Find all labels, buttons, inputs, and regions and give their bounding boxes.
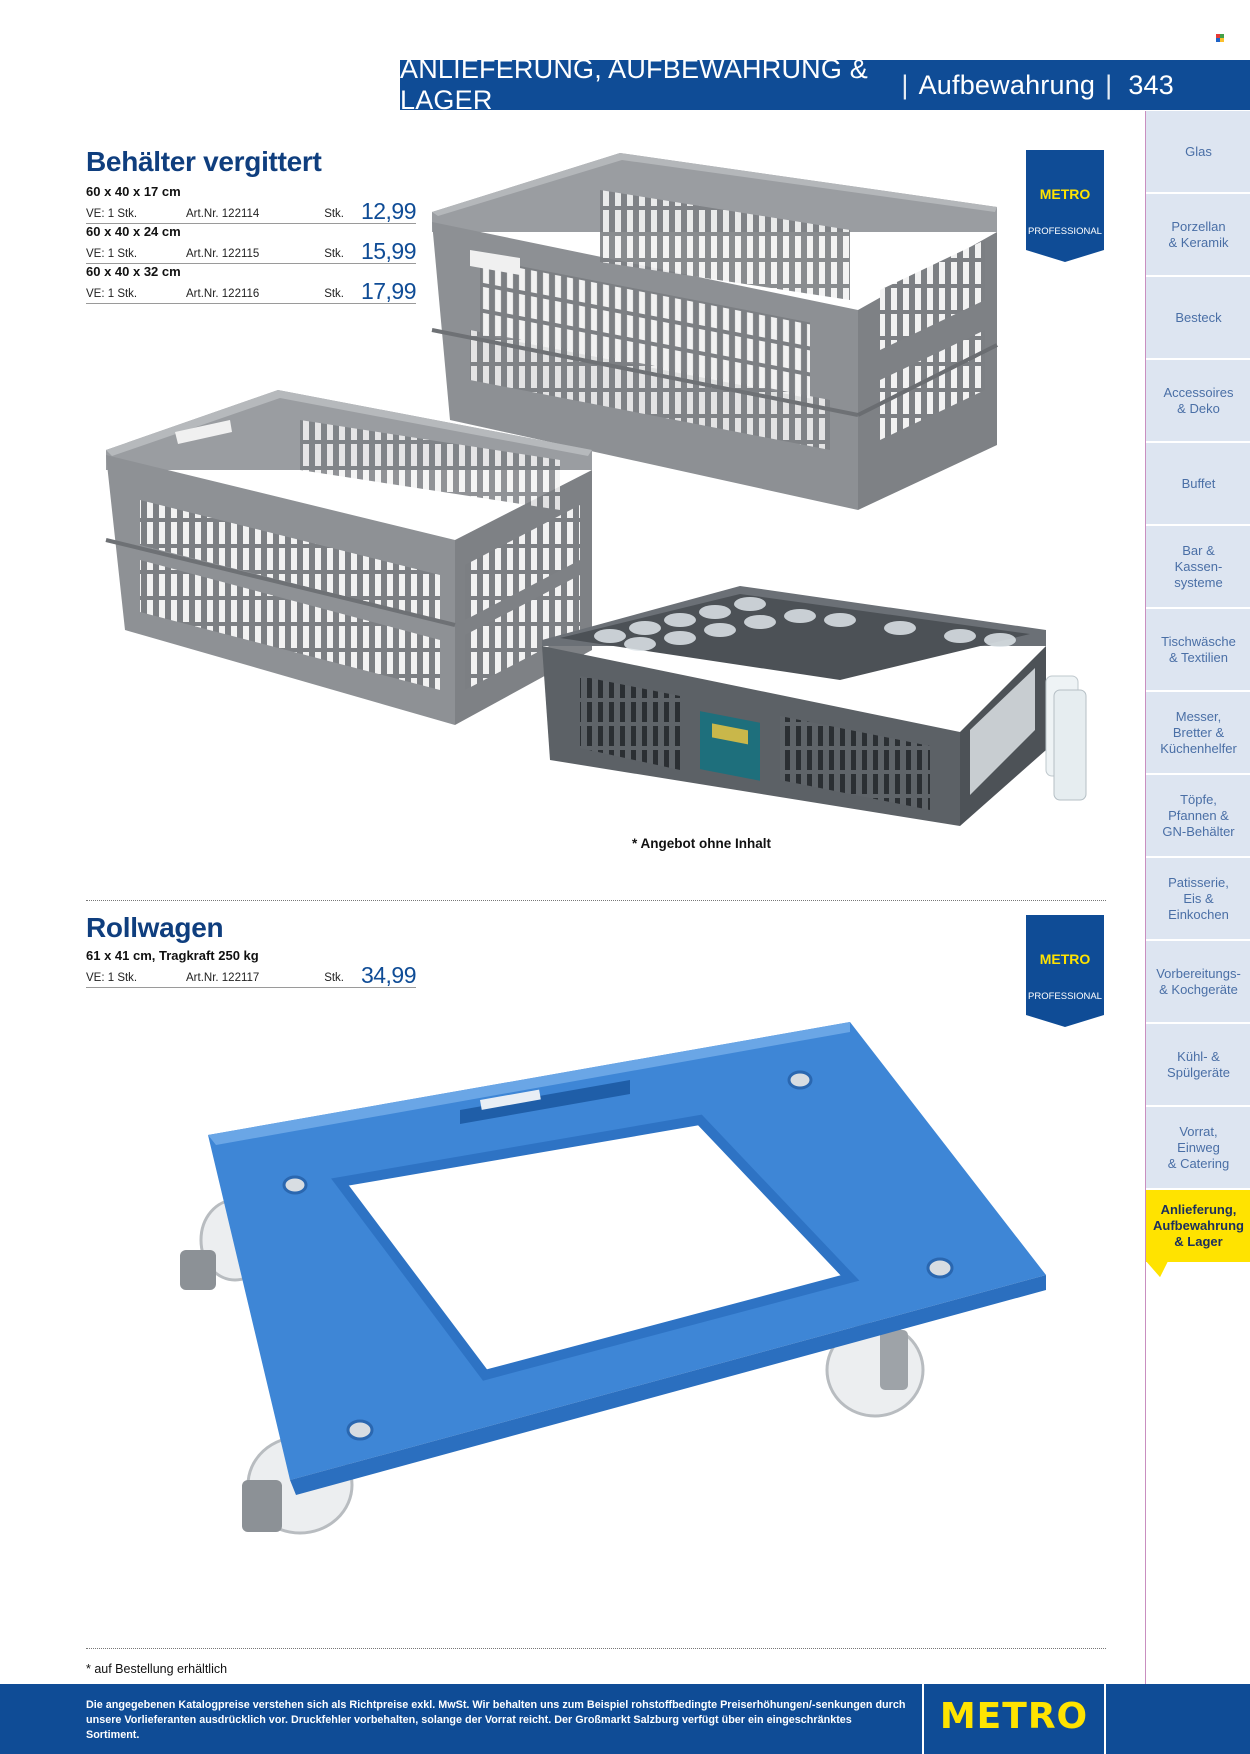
badge-line: PROFESSIONAL <box>1028 991 1102 1002</box>
badge-brand: METRO <box>1039 186 1091 202</box>
header-subsection: Aufbewahrung <box>918 69 1096 100</box>
variant-row: VE: 1 Stk. Art.Nr. 122117 Stk. 34,99 <box>86 962 417 988</box>
variant-article-number: Art.Nr. 122117 <box>186 972 260 984</box>
offer-note: * Angebot ohne Inhalt <box>632 836 771 851</box>
sidebar-tab-glas[interactable]: Glas <box>1146 111 1250 192</box>
variant-price: 15,99 <box>360 238 417 264</box>
price-disclaimer: Die angegebenen Katalogpreise verstehen … <box>86 1699 906 1741</box>
variant-item: 61 x 41 cm, Tragkraft 250 kg VE: 1 Stk. … <box>86 948 417 988</box>
variant-list: 60 x 40 x 17 cm VE: 1 Stk. Art.Nr. 12211… <box>86 184 417 304</box>
sidebar-tab-buffet[interactable]: Buffet <box>1146 443 1250 524</box>
crates-image <box>105 153 998 725</box>
sidebar-tab-vorbereitung[interactable]: Vorbereitungs- & Kochgeräte <box>1146 941 1250 1022</box>
sidebar-tab-porzellan[interactable]: Porzellan & Keramik <box>1146 194 1250 275</box>
category-sidebar: Glas Porzellan & Keramik Besteck Accesso… <box>1145 111 1250 1684</box>
variant-unit: Stk. <box>324 288 344 300</box>
sidebar-tab-anlieferung[interactable]: Anlieferung, Aufbewahrung & Lager <box>1146 1190 1250 1262</box>
sidebar-tab-messer[interactable]: Messer, Bretter & Küchenhelfer <box>1146 692 1250 773</box>
footer-divider <box>86 1648 1106 1649</box>
variant-ve: VE: 1 Stk. <box>86 288 138 300</box>
variant-row: VE: 1 Stk. Art.Nr. 122114 Stk. 12,99 <box>86 198 417 224</box>
glass-rack-crate-image <box>542 586 1087 826</box>
sidebar-tab-patisserie[interactable]: Patisserie, Eis & Einkochen <box>1146 858 1250 939</box>
sidebar-tab-accessoires[interactable]: Accessoires & Deko <box>1146 360 1250 441</box>
variant-ve: VE: 1 Stk. <box>86 248 138 260</box>
order-footnote: * auf Bestellung erhältlich <box>86 1662 228 1676</box>
sidebar-tab-toepfe[interactable]: Töpfe, Pfannen & GN-Behälter <box>1146 775 1250 856</box>
variant-price: 17,99 <box>360 278 417 304</box>
sidebar-tab-bar[interactable]: Bar & Kassen- systeme <box>1146 526 1250 607</box>
variant-article-number: Art.Nr. 122114 <box>186 208 260 220</box>
variant-article-number: Art.Nr. 122115 <box>186 248 260 260</box>
variant-item: 60 x 40 x 24 cm VE: 1 Stk. Art.Nr. 12211… <box>86 224 417 264</box>
sidebar-tab-tischwaesche[interactable]: Tischwäsche & Textilien <box>1146 609 1250 690</box>
header-divider: | <box>1105 69 1113 100</box>
variant-unit: Stk. <box>324 208 344 220</box>
metro-professional-badge: METRO PROFESSIONAL <box>1026 150 1104 262</box>
variant-row: VE: 1 Stk. Art.Nr. 122115 Stk. 15,99 <box>86 238 417 264</box>
variant-size: 61 x 41 cm, Tragkraft 250 kg <box>86 948 259 963</box>
sidebar-tab-kuehl[interactable]: Kühl- & Spülgeräte <box>1146 1024 1250 1105</box>
sidebar-tab-besteck[interactable]: Besteck <box>1146 277 1250 358</box>
metro-logo: METRO <box>939 1696 1089 1737</box>
metro-professional-badge: METRO PROFESSIONAL <box>1026 915 1104 1027</box>
header-section: ANLIEFERUNG, AUFBEWAHRUNG & LAGER <box>400 54 868 115</box>
footer-logo-box: METRO <box>922 1684 1106 1754</box>
variant-size: 60 x 40 x 24 cm <box>86 224 181 239</box>
section-divider <box>86 900 1106 901</box>
variant-ve: VE: 1 Stk. <box>86 972 138 984</box>
variant-list: 61 x 41 cm, Tragkraft 250 kg VE: 1 Stk. … <box>86 948 417 988</box>
product-title: Behälter vergittert <box>86 146 322 177</box>
header-divider: | <box>901 69 909 100</box>
variant-article-number: Art.Nr. 122116 <box>186 288 260 300</box>
variant-unit: Stk. <box>324 972 344 984</box>
dolly-image <box>180 1022 1046 1535</box>
variant-size: 60 x 40 x 17 cm <box>86 184 181 199</box>
sidebar-tab-vorrat[interactable]: Vorrat, Einweg & Catering <box>1146 1107 1250 1188</box>
variant-unit: Stk. <box>324 248 344 260</box>
variant-item: 60 x 40 x 17 cm VE: 1 Stk. Art.Nr. 12211… <box>86 184 417 224</box>
variant-size: 60 x 40 x 32 cm <box>86 264 181 279</box>
active-tab-pointer <box>1146 1261 1250 1277</box>
variant-price: 34,99 <box>360 962 417 988</box>
page-footer: Die angegebenen Katalogpreise verstehen … <box>0 1684 1250 1754</box>
variant-ve: VE: 1 Stk. <box>86 208 138 220</box>
variant-row: VE: 1 Stk. Art.Nr. 122116 Stk. 17,99 <box>86 278 417 304</box>
page-number: 343 <box>1128 69 1174 100</box>
variant-item: 60 x 40 x 32 cm VE: 1 Stk. Art.Nr. 12211… <box>86 264 417 304</box>
variant-price: 12,99 <box>360 198 417 224</box>
product-title: Rollwagen <box>86 912 224 943</box>
section-header: ANLIEFERUNG, AUFBEWAHRUNG & LAGER | Aufb… <box>400 54 1250 115</box>
badge-brand: METRO <box>1039 951 1091 967</box>
badge-line: PROFESSIONAL <box>1028 226 1102 237</box>
color-registration-mark <box>1216 34 1224 42</box>
